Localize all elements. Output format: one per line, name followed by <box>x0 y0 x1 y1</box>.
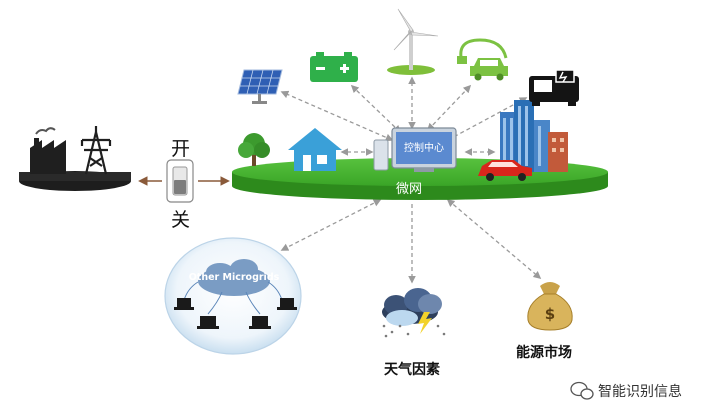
arrow-to-ev-charger <box>426 84 472 132</box>
switch-on-label: 开 <box>171 138 191 160</box>
computer-icon: 控制中心 <box>373 127 457 172</box>
storm-cloud-icon <box>382 288 446 338</box>
generator-icon <box>529 69 579 106</box>
ev-charger-icon <box>457 38 508 81</box>
power-tower-icon <box>80 126 112 175</box>
battery-icon <box>310 52 358 82</box>
energy-market-label: 能源市场 <box>516 344 572 361</box>
switch-icon <box>166 159 194 203</box>
arrow-to-generator <box>446 97 528 141</box>
power-plant <box>19 126 131 191</box>
wind-turbine-icon <box>387 8 439 75</box>
solar-panel-icon <box>237 69 283 104</box>
microgrid-label: 微网 <box>396 182 422 197</box>
weather-factor-label: 天气因素 <box>384 361 440 378</box>
buildings-icon <box>500 100 568 172</box>
wechat-icon <box>570 381 594 400</box>
watermark-text: 智能识别信息 <box>598 383 682 400</box>
arrow-to-market <box>446 198 542 280</box>
house-icon <box>288 128 342 171</box>
car-icon <box>478 160 532 181</box>
cloud-shape <box>198 259 270 296</box>
arrow-to-other-microgrids <box>280 199 382 251</box>
other-microgrids-bubble: Other Microgrids <box>164 237 302 355</box>
connector-arrows <box>280 76 542 284</box>
factory-icon <box>30 127 66 174</box>
other-microgrids-label: Other Microgrids <box>189 272 280 283</box>
money-symbol: $ <box>545 305 555 323</box>
money-bag-icon: $ <box>527 282 573 331</box>
tree-icon <box>238 133 270 166</box>
arrow-to-solar <box>280 90 394 142</box>
laptop-icon <box>174 298 297 329</box>
switch-off-label: 关 <box>171 209 191 231</box>
control-center-label: 控制中心 <box>404 141 444 154</box>
